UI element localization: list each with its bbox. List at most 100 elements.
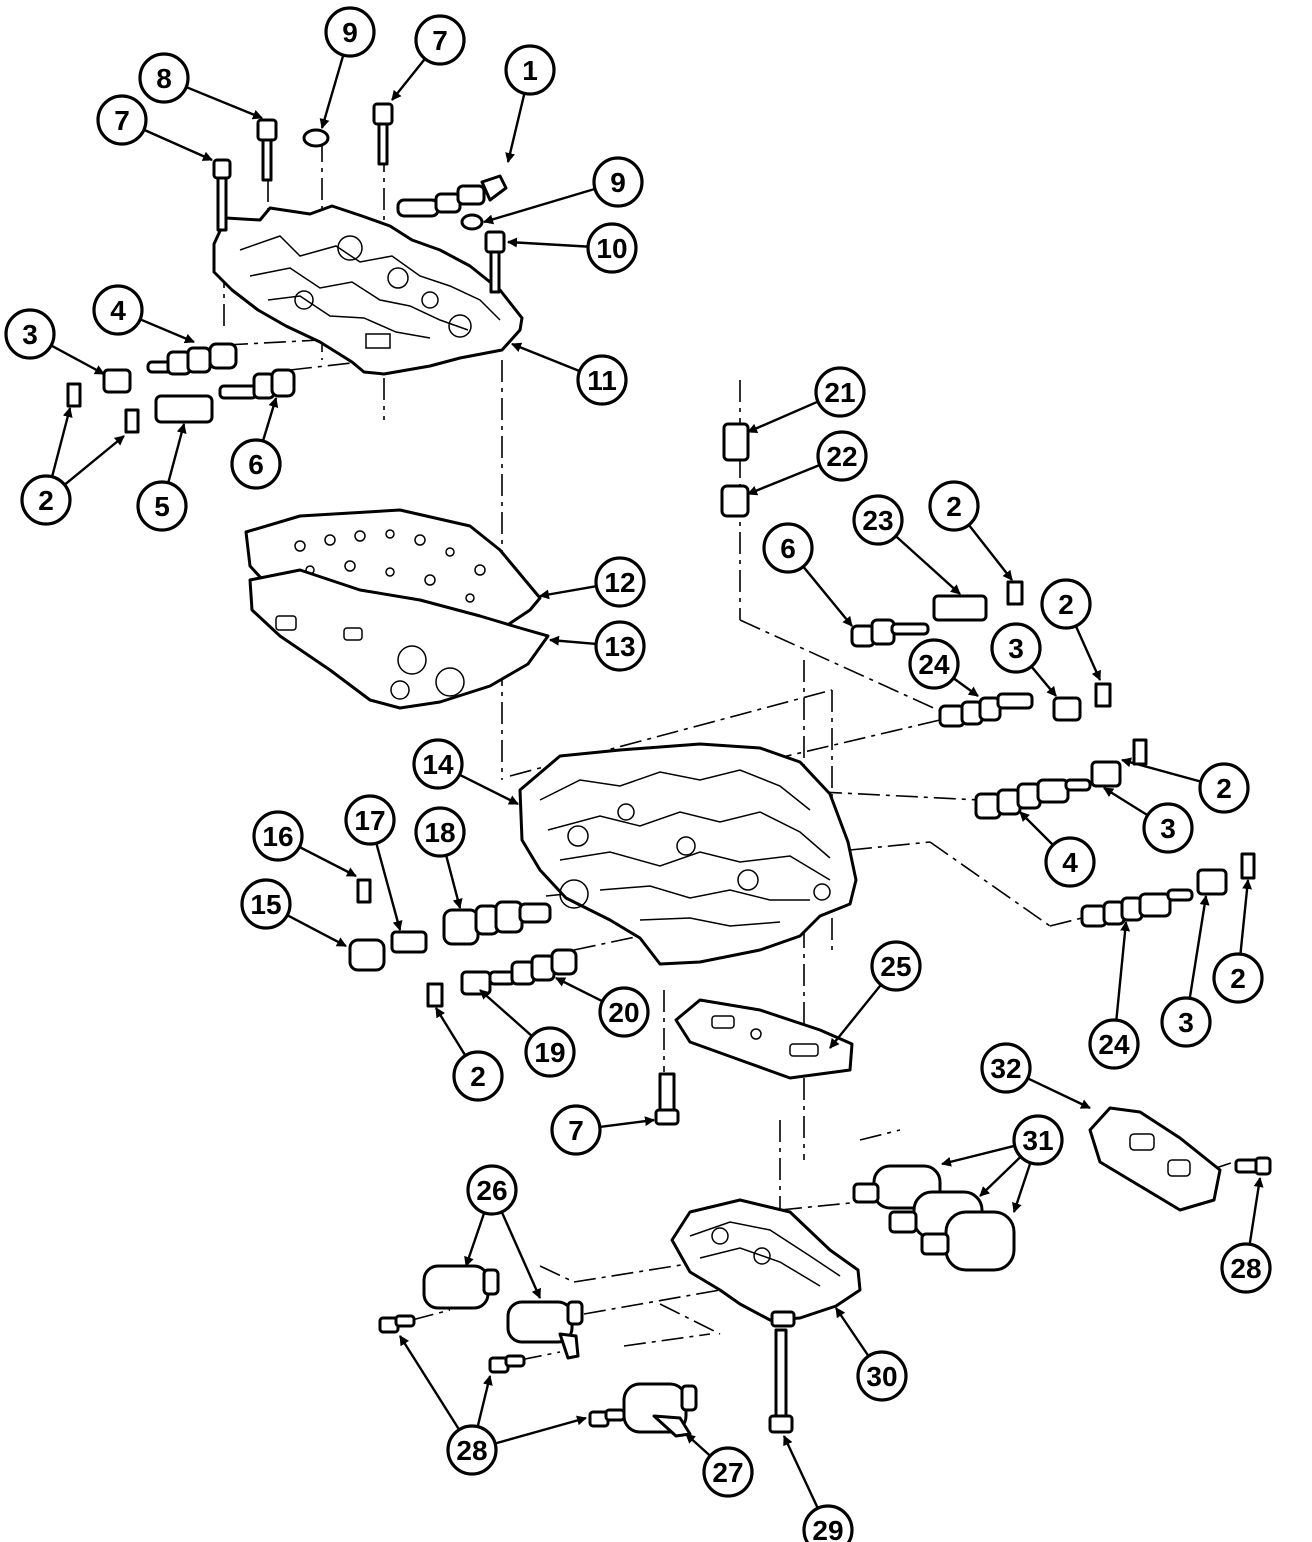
bolt-10 [484,230,506,294]
leader-arrow-c26-1 [500,1211,542,1299]
callout-c19: 19 [524,1026,576,1078]
callout-number: 6 [780,533,796,564]
callout-c21: 21 [814,366,866,418]
callout-number: 2 [470,1061,486,1092]
bolt-7-middle [654,1072,680,1126]
callout-number: 16 [262,821,293,852]
leader-arrow-c2a-1 [63,435,125,486]
callout-circle [852,494,904,546]
callout-circle [592,156,644,208]
leader-arrow-c19-0 [479,989,533,1037]
retainer-16 [356,878,372,904]
callout-c9b: 9 [592,156,644,208]
retainer-2-right-b [1094,682,1112,708]
callout-circle [1044,836,1096,888]
callout-circle [594,620,646,672]
leader-arrow-c9a-0 [319,54,345,129]
leader-arrow-c24b-0 [1115,921,1131,1021]
callout-c30: 30 [856,1350,908,1402]
leader-arrow-c15-0 [286,914,347,948]
callout-circle [524,1026,576,1078]
retainer-2-lower-left [426,982,444,1008]
callout-number: 6 [248,449,264,480]
valve-20 [488,948,578,986]
solenoid-26-a [422,1264,500,1310]
leader-arrow-c23-0 [895,535,961,595]
callout-c18: 18 [414,806,466,858]
callout-c2a: 2 [20,474,72,526]
callout-c12: 12 [594,556,646,608]
spring-3-right-a [1052,696,1082,722]
callout-circle [240,878,292,930]
callout-circle [816,430,868,482]
callout-c28a: 28 [1220,1242,1272,1294]
callout-number: 30 [866,1361,897,1392]
callout-c4b: 4 [1044,836,1096,888]
callout-number: 1 [522,55,538,86]
callout-circle [814,366,866,418]
callout-circle [1160,996,1212,1048]
callout-circle [594,556,646,608]
callout-number: 2 [1216,773,1232,804]
callout-c5: 5 [136,480,188,532]
callout-c32: 32 [980,1042,1032,1094]
callout-circle [1142,802,1194,854]
bracket-32 [1088,1106,1222,1212]
callout-c7b: 7 [96,94,148,146]
leader-arrow-c31-1 [979,1155,1022,1197]
callout-number: 31 [1022,1125,1053,1156]
callout-circle [466,1164,518,1216]
callout-c6a: 6 [230,438,282,490]
leader-arrow-c2c-0 [1074,625,1102,681]
leader-arrow-c8-0 [185,85,263,120]
callout-c3c: 3 [1142,802,1194,854]
callout-circle [96,94,148,146]
leader-arrow-c1-0 [505,93,526,163]
callout-circle [870,940,922,992]
spring-17 [390,930,428,954]
callout-number: 24 [1098,1029,1130,1060]
callout-number: 22 [826,441,857,472]
leader-arrow-c2b-0 [967,524,1013,581]
callout-number: 5 [154,491,170,522]
seal-9-right [460,213,484,231]
leader-arrow-c27-0 [685,1433,712,1457]
callout-circle [1088,1018,1140,1070]
callout-circle [324,6,376,58]
callout-circle [702,1446,754,1498]
leader-arrow-c6b-0 [802,565,853,627]
callout-number: 2 [1058,589,1074,620]
callout-circle [586,222,638,274]
solenoid-26-b [506,1300,584,1360]
callout-number: 7 [114,105,130,136]
leader-arrow-c26-0 [464,1212,486,1267]
callout-c24a: 24 [908,638,960,690]
gasket-25 [674,998,854,1080]
leader-arrow-c2f-0 [1239,879,1253,955]
plug-15 [348,938,386,972]
callout-number: 7 [568,1115,584,1146]
leader-arrow-c29-0 [782,1435,819,1509]
callout-circle [990,622,1042,674]
leader-arrow-c22-0 [747,463,821,496]
leader-arrow-c31-2 [1012,1162,1032,1213]
leader-arrow-c17-0 [375,842,403,931]
callout-c10: 10 [586,222,638,274]
callout-c2c: 2 [1040,578,1092,630]
seal-9-top [302,128,330,148]
leader-arrow-c28a-0 [1248,1177,1264,1245]
valve-18 [442,900,552,946]
callout-number: 3 [1160,813,1176,844]
manual-valve [396,174,508,218]
valve-6-upper [218,368,296,400]
callout-circle [252,810,304,862]
callout-number: 3 [1008,633,1024,664]
callout-c29: 29 [802,1504,854,1542]
callout-c7a: 7 [414,14,466,66]
callout-circle [928,480,980,532]
callout-number: 3 [22,319,38,350]
callout-number: 9 [342,17,358,48]
valve-24-lower [1080,888,1194,928]
